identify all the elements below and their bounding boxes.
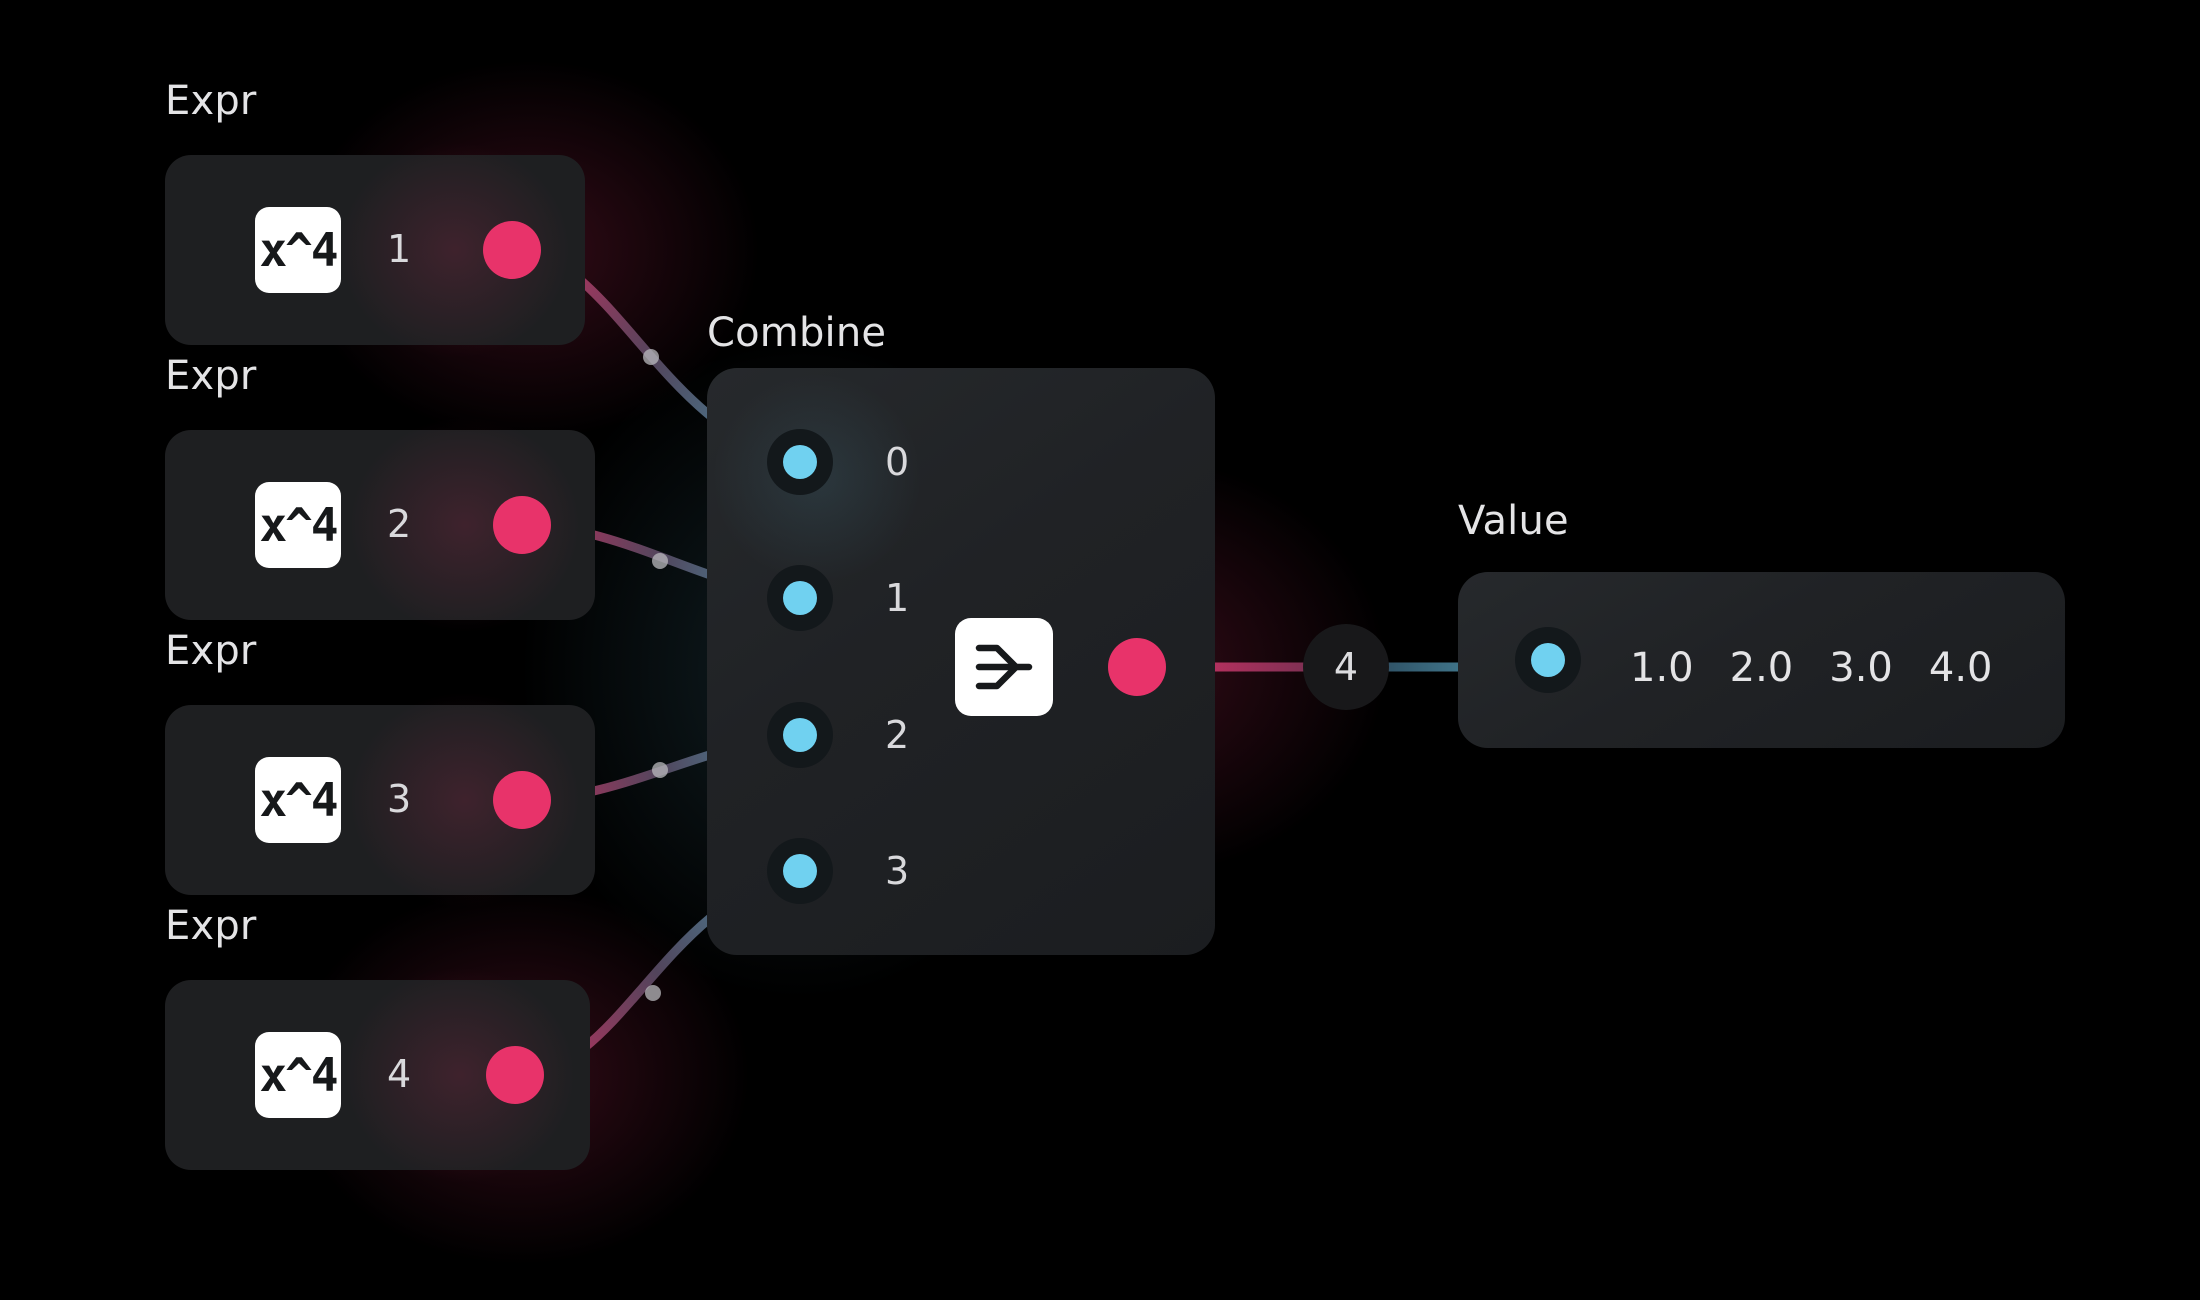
- edge-label-badge: 4: [1303, 624, 1389, 710]
- edge-midpoint-dot: [652, 762, 668, 778]
- node-glow: [300, 925, 620, 1225]
- expr-index-label: 3: [387, 777, 412, 821]
- merge-icon: [955, 618, 1053, 716]
- expr-output-port[interactable]: [493, 771, 551, 829]
- merge-glyph: [975, 644, 1033, 690]
- x-power-4-icon: x^4: [255, 207, 341, 293]
- edge-midpoint-dot: [652, 553, 668, 569]
- expr-index-label: 1: [387, 227, 412, 271]
- expr-node-title: Expr: [165, 628, 257, 674]
- value-item: 4.0: [1928, 645, 1993, 691]
- expr-output-port[interactable]: [483, 221, 541, 279]
- expr-index-label: 2: [387, 502, 412, 546]
- value-input-port[interactable]: [1515, 627, 1581, 693]
- edge-midpoint-dot: [645, 985, 661, 1001]
- x-power-4-icon: x^4: [255, 1032, 341, 1118]
- node-glow: [305, 650, 625, 950]
- expr-index-label: 4: [387, 1052, 412, 1096]
- expr-node-title: Expr: [165, 903, 257, 949]
- expr-node-title: Expr: [165, 353, 257, 399]
- node-glow: [295, 100, 615, 400]
- value-list: 1.0 2.0 3.0 4.0: [1630, 645, 1993, 691]
- combine-output-port[interactable]: [1108, 638, 1166, 696]
- port-dot: [1531, 643, 1565, 677]
- expr-node-title: Expr: [165, 78, 257, 124]
- combine-input-port-2[interactable]: [767, 702, 833, 768]
- combine-node-title: Combine: [707, 310, 887, 356]
- port-dot: [783, 445, 817, 479]
- expr-output-port[interactable]: [486, 1046, 544, 1104]
- port-dot: [783, 854, 817, 888]
- x-power-4-icon: x^4: [255, 757, 341, 843]
- combine-input-label-0: 0: [885, 440, 910, 484]
- combine-input-label-1: 1: [885, 576, 910, 620]
- x-power-4-icon: x^4: [255, 482, 341, 568]
- port-dot: [783, 581, 817, 615]
- combine-input-label-2: 2: [885, 713, 910, 757]
- port-dot: [783, 718, 817, 752]
- value-node-title: Value: [1458, 498, 1569, 544]
- value-item: 1.0: [1630, 645, 1694, 691]
- value-item: 2.0: [1729, 645, 1794, 691]
- combine-input-port-0[interactable]: [767, 429, 833, 495]
- node-glow: [305, 375, 625, 675]
- combine-input-label-3: 3: [885, 849, 910, 893]
- combine-input-port-3[interactable]: [767, 838, 833, 904]
- expr-output-port[interactable]: [493, 496, 551, 554]
- combine-input-port-1[interactable]: [767, 565, 833, 631]
- edge-midpoint-dot: [643, 349, 659, 365]
- value-item: 3.0: [1829, 645, 1893, 691]
